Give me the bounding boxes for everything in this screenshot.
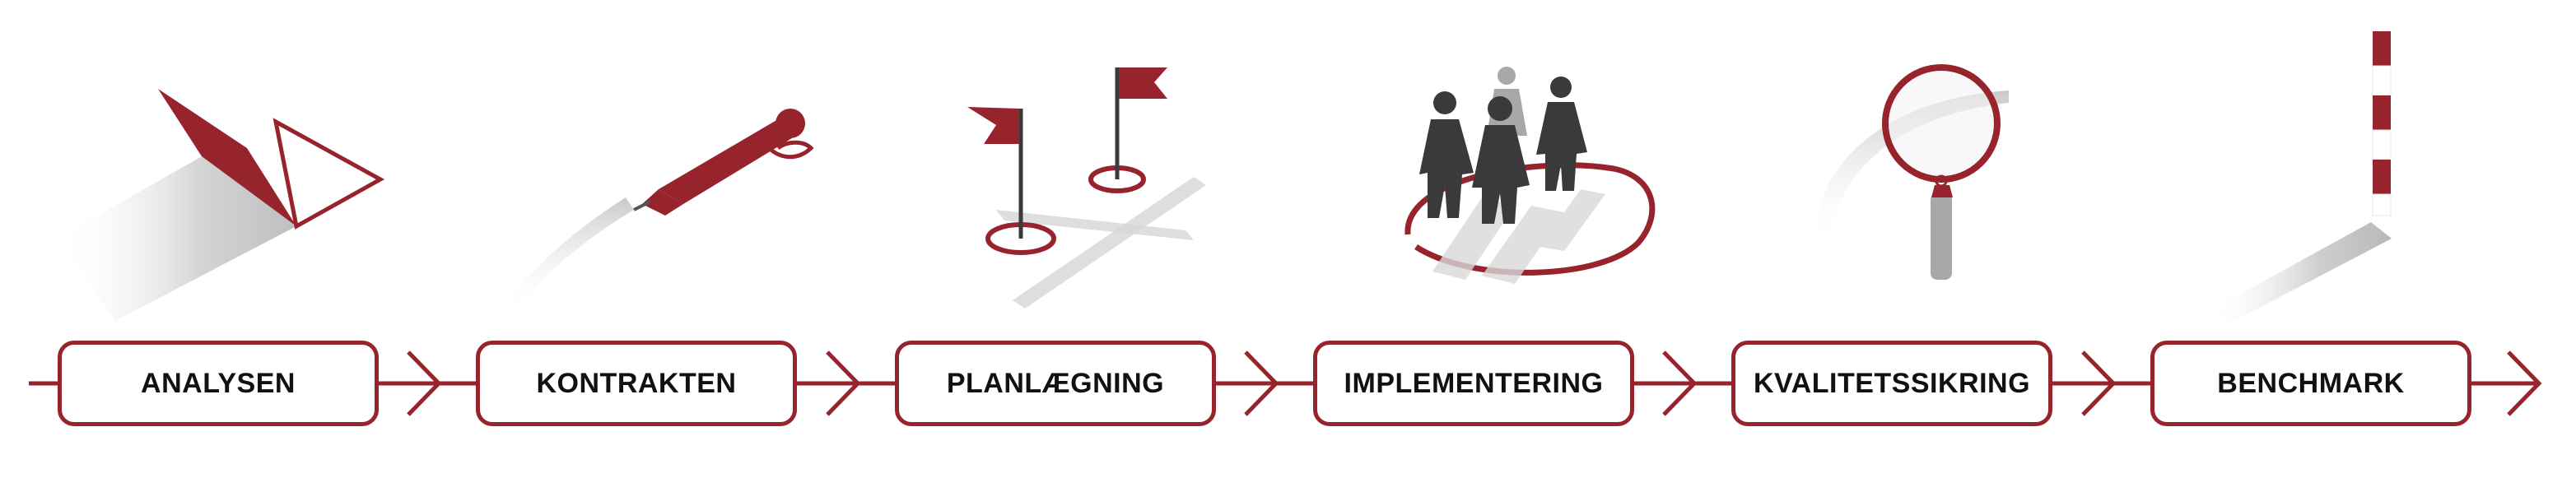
people-group-icon — [1404, 67, 1656, 284]
step-label-text: KVALITETSSIKRING — [1753, 367, 2031, 399]
step-benchmark: BENCHMARK — [2150, 341, 2471, 426]
timeline-arrows — [407, 350, 2542, 416]
arrow-2-icon — [826, 350, 861, 416]
step-kontrakten: KONTRAKTEN — [476, 341, 797, 426]
fountain-pen-icon — [502, 109, 814, 317]
step-label-text: BENCHMARK — [2217, 367, 2405, 399]
step-analysen: ANALYSEN — [58, 341, 379, 426]
arrow-1-icon — [407, 350, 442, 416]
step-label-text: ANALYSEN — [141, 367, 296, 399]
arrow-3-icon — [1244, 350, 1279, 416]
step-kvalitetssikring: KVALITETSSIKRING — [1731, 341, 2052, 426]
step-planlaegning: PLANLÆGNING — [895, 341, 1216, 426]
arrow-6-icon — [2507, 350, 2542, 416]
arrow-4-icon — [1662, 350, 1698, 416]
open-book-icon — [58, 89, 385, 321]
magnifying-glass-icon — [1814, 64, 2009, 280]
step-label-text: KONTRAKTEN — [536, 367, 737, 399]
step-label-text: PLANLÆGNING — [946, 367, 1165, 399]
flags-icon — [967, 67, 1206, 309]
arrow-5-icon — [2081, 350, 2117, 416]
step-label-text: IMPLEMENTERING — [1344, 367, 1604, 399]
step-implementering: IMPLEMENTERING — [1313, 341, 1634, 426]
marker-pole-icon — [2206, 31, 2392, 323]
